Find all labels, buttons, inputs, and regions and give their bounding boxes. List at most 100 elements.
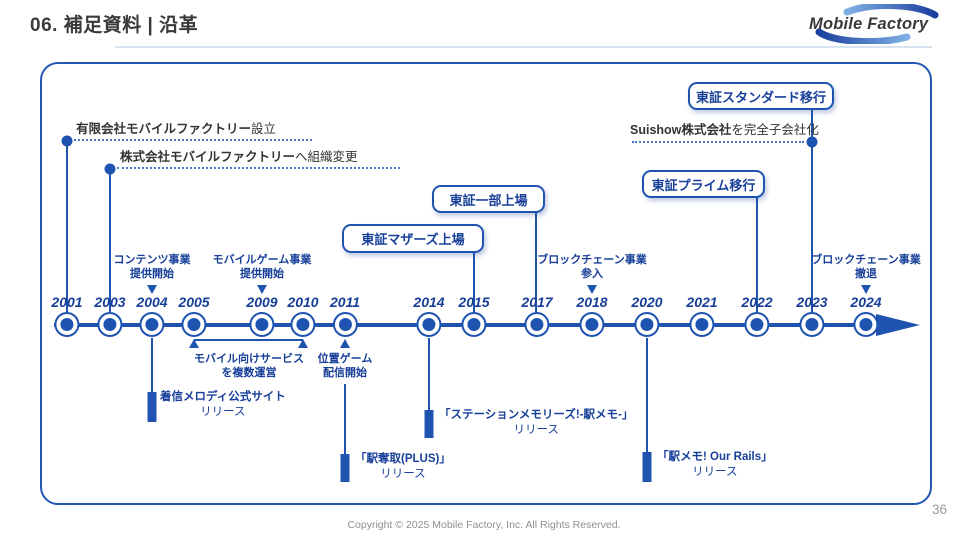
event-blockchain-entry-label: ブロックチェーン事業参入 — [537, 253, 646, 281]
timeline-node-icon — [290, 312, 316, 337]
timeline-tick-2018: 2018 — [576, 294, 608, 337]
page-title: 06. 補足資料 | 沿革 — [30, 15, 199, 36]
timeline-tick-2005: 2005 — [178, 294, 210, 337]
timeline-node-icon — [799, 312, 825, 337]
year-label: 2005 — [178, 294, 210, 310]
release-melody-label: 着信メロディ公式サイトリリース — [160, 390, 286, 420]
marker-bar-eki-dasshu — [340, 454, 350, 482]
timeline-panel: 有限会社モバイルファクトリー設立 株式会社モバイルファクトリーへ組織変更 コンテ… — [40, 62, 932, 505]
timeline-tick-2009: 2009 — [246, 294, 278, 337]
timeline-node-icon — [181, 312, 207, 337]
event-blockchain-exit-label: ブロックチェーン事業撤退 — [811, 253, 920, 281]
event-content-start-label: コンテンツ事業提供開始 — [114, 253, 191, 281]
release-eki-dasshu-label: 「駅奪取(PLUS)」リリース — [355, 452, 451, 482]
release-our-rails-line1: 「駅メモ! Our Rails」 — [657, 451, 773, 463]
arrow-up-2005-icon — [189, 339, 199, 348]
year-label: 2009 — [246, 294, 278, 310]
timeline-node-icon — [139, 312, 165, 337]
event-suishow-dotted-line — [632, 141, 804, 143]
event-multi-service-line1: モバイル向けサービス — [194, 353, 304, 365]
event-suishow-dot — [806, 136, 818, 148]
event-founding-label: 有限会社モバイルファクトリー設立 — [76, 118, 276, 137]
connector-2003 — [109, 169, 111, 312]
event-mobile-game-line1: モバイルゲーム事業 — [212, 254, 312, 266]
connector-2001 — [66, 141, 68, 312]
year-label: 2022 — [741, 294, 773, 310]
event-founding-suffix: 設立 — [251, 122, 277, 136]
timeline-tick-2024: 2024 — [850, 294, 882, 337]
arrow-down-2009-icon — [257, 285, 267, 294]
timeline-node-icon — [579, 312, 605, 337]
event-content-start-line1: コンテンツ事業 — [113, 254, 191, 266]
release-eki-dasshu-line2: リリース — [380, 468, 426, 480]
badge-tse-mothers: 東証マザーズ上場 — [342, 224, 484, 253]
event-suishow-name: Suishow株式会社 — [630, 123, 732, 137]
arrow-up-2011-icon — [340, 339, 350, 348]
timeline-node-icon — [689, 312, 715, 337]
timeline-node-icon — [634, 312, 660, 337]
release-station-memories-line2: リリース — [513, 424, 559, 436]
timeline-tick-2015: 2015 — [458, 294, 490, 337]
connector-2023 — [811, 109, 813, 312]
event-location-game-line1: 位置ゲーム — [317, 353, 373, 365]
year-label: 2015 — [458, 294, 490, 310]
timeline-node-icon — [249, 312, 275, 337]
connector-2022 — [756, 197, 758, 312]
page-number: 36 — [931, 502, 947, 517]
connector-melody — [151, 338, 153, 392]
event-org-change-name: 株式会社モバイルファクトリー — [120, 150, 296, 164]
event-blockchain-entry-line2: 参入 — [580, 268, 603, 280]
event-blockchain-exit-line2: 撤退 — [854, 268, 877, 280]
release-melody-line2: リリース — [200, 406, 246, 418]
timeline-tick-2023: 2023 — [796, 294, 828, 337]
year-label: 2004 — [136, 294, 168, 310]
event-multi-service-line2: を複数運営 — [221, 367, 277, 379]
release-eki-dasshu-line1: 「駅奪取(PLUS)」 — [355, 453, 451, 465]
event-mobile-game-line2: 提供開始 — [239, 268, 284, 280]
release-melody-line1: 着信メロディ公式サイト — [160, 391, 286, 403]
logo-text: Mobile Factory — [809, 15, 929, 33]
event-suishow-suffix: を完全子会社化 — [731, 123, 819, 137]
connector-2017 — [535, 212, 537, 312]
event-founding-name: 有限会社モバイルファクトリー — [76, 122, 252, 136]
event-blockchain-entry-line1: ブロックチェーン事業 — [537, 254, 647, 266]
release-station-memories-label: 「ステーションメモリーズ!-駅メモ-」リリース — [439, 408, 633, 438]
year-label: 2010 — [287, 294, 319, 310]
arrow-up-2010-icon — [298, 339, 308, 348]
year-label: 2023 — [796, 294, 828, 310]
company-logo: Mobile Factory — [795, 4, 957, 44]
year-label: 2003 — [94, 294, 126, 310]
release-station-memories-line1: 「ステーションメモリーズ!-駅メモ-」 — [439, 409, 634, 421]
event-multi-service-label: モバイル向けサービスを複数運営 — [194, 352, 304, 380]
release-our-rails-line2: リリース — [692, 466, 738, 478]
connector-station-memories — [428, 338, 430, 410]
marker-bar-station-memories — [424, 410, 434, 438]
release-our-rails-label: 「駅メモ! Our Rails」リリース — [657, 450, 773, 480]
year-label: 2018 — [576, 294, 608, 310]
timeline-node-icon — [524, 312, 550, 337]
event-mobile-game-label: モバイルゲーム事業提供開始 — [213, 253, 312, 281]
timeline-tick-2021: 2021 — [686, 295, 718, 337]
connector-our-rails — [646, 338, 648, 452]
timeline-node-icon — [416, 312, 442, 337]
year-label: 2001 — [51, 294, 83, 310]
year-label: 2011 — [329, 294, 361, 310]
timeline-tick-2004: 2004 — [136, 294, 168, 337]
year-label: 2014 — [413, 294, 445, 310]
arrow-down-2018-icon — [587, 285, 597, 294]
event-org-change-label: 株式会社モバイルファクトリーへ組織変更 — [120, 146, 358, 165]
event-blockchain-exit-line1: ブロックチェーン事業 — [811, 254, 921, 266]
event-location-game-label: 位置ゲーム配信開始 — [318, 352, 373, 380]
timeline-node-icon — [332, 312, 358, 337]
badge-tse-prime: 東証プライム移行 — [642, 170, 765, 198]
year-label: 2024 — [850, 294, 882, 310]
timeline-tick-2001: 2001 — [51, 294, 83, 337]
event-content-start-line2: 提供開始 — [130, 268, 174, 280]
timeline-tick-2022: 2022 — [741, 294, 773, 337]
title-divider — [115, 46, 932, 48]
connector-2015 — [473, 252, 475, 312]
badge-tse-standard: 東証スタンダード移行 — [688, 82, 834, 110]
timeline-tick-2020: 2020 — [631, 295, 663, 337]
range-line-multi-service — [194, 339, 303, 341]
